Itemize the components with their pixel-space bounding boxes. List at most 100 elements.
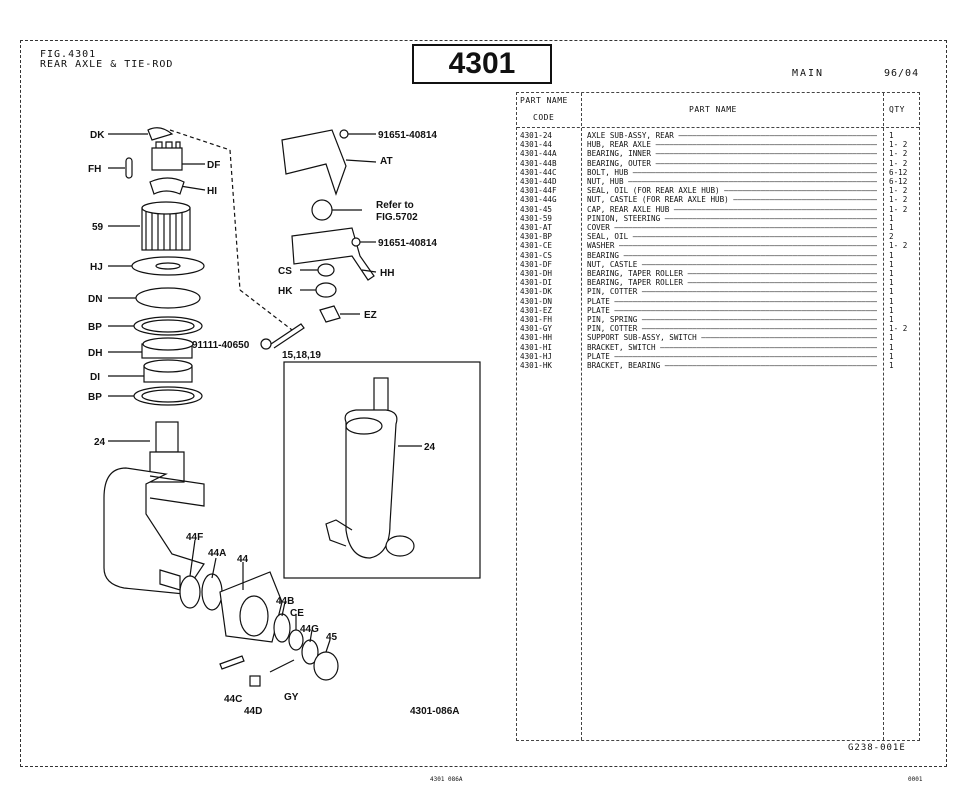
cell-name: PINION, STEERING [587, 214, 877, 223]
cell-name: HUB, REAR AXLE [587, 140, 877, 149]
label-59: 59 [92, 222, 104, 233]
cell-name: BRACKET, SWITCH [587, 343, 877, 352]
cell-name: BRACKET, BEARING [587, 361, 877, 370]
cell-code: 4301-CS [520, 250, 553, 260]
cell-name: PIN, COTTER [587, 324, 877, 333]
label-EZ: EZ [364, 310, 377, 321]
label-CE: CE [290, 608, 304, 619]
label-DN: DN [88, 294, 102, 305]
cell-code: 4301-44C [520, 167, 557, 177]
cell-qty: 1- 2 [889, 195, 908, 205]
label-DF: DF [207, 160, 220, 171]
label-HI: HI [207, 186, 217, 197]
label-refer-1: Refer to [376, 200, 414, 211]
cell-name: PLATE [587, 297, 877, 306]
label-FH: FH [88, 164, 101, 175]
page-frame [20, 40, 947, 767]
cell-code: 4301-EZ [520, 305, 553, 315]
cell-qty: 1 [889, 361, 894, 370]
label-BP-upper: BP [88, 322, 102, 333]
cell-qty: 1 [889, 278, 894, 288]
cell-qty: 6-12 [889, 167, 908, 177]
cell-name: SEAL, OIL [587, 232, 877, 241]
label-bolt-top: 91651-40814 [378, 130, 437, 141]
label-ref-notes: 15,18,19 [282, 350, 321, 361]
cell-code: 4301-DN [520, 296, 553, 306]
cell-qty: 1 [889, 305, 894, 315]
figure-number-box: 4301 [412, 44, 552, 84]
cell-qty: 1 [889, 351, 894, 361]
table-row: 4301-44 HUB, REAR AXLE 1- 2 [519, 140, 917, 149]
cell-code: 4301-HH [520, 333, 553, 343]
drawing-code: 4301-086A [410, 706, 460, 717]
cell-code: 4301-DH [520, 269, 553, 278]
label-HK: HK [278, 286, 293, 297]
label-bolt-mid: 91651-40814 [378, 238, 437, 249]
cell-code: 4301-BP [520, 232, 553, 242]
label-24: 24 [94, 437, 106, 448]
label-44G: 44G [300, 624, 319, 635]
footer-right: 0001 [908, 776, 923, 783]
cell-name: SUPPORT SUB-ASSY, SWITCH [587, 333, 877, 342]
cell-code: 4301-45 [520, 204, 553, 214]
header-part-name: PART NAME [689, 105, 737, 114]
cell-name: SEAL, OIL (FOR REAR AXLE HUB) [587, 186, 877, 195]
table-row: 4301-44A BEARING, INNER 1- 2 [519, 149, 917, 158]
cell-qty: 1- 2 [889, 149, 908, 159]
cell-qty: 1 [889, 259, 894, 269]
label-DH: DH [88, 348, 102, 359]
cell-name: NUT, HUB [587, 177, 877, 186]
header-qty: QTY [889, 105, 905, 114]
table-row: 4301-BP SEAL, OIL 2 [519, 232, 917, 241]
table-row: 4301-CSBEARING1 [519, 251, 917, 260]
label-HJ: HJ [90, 262, 103, 273]
cell-name: BEARING, INNER [587, 149, 877, 158]
catalog-code: G238-001E [848, 743, 906, 753]
cell-code: 4301-HJ [520, 351, 553, 361]
table-row: 4301-44C BOLT, HUB 6-12 [519, 168, 917, 177]
cell-name: BOLT, HUB [587, 168, 877, 177]
table-row: 4301-ATCOVER1 [519, 223, 917, 232]
cell-name: BEARING, OUTER [587, 159, 877, 168]
header-code-2: CODE [533, 113, 555, 122]
catalog-section: MAIN [792, 68, 825, 79]
cell-qty: 2 [889, 232, 894, 242]
cell-code: 4301-44F [520, 186, 557, 196]
cell-code: 4301-AT [520, 223, 553, 232]
cell-code: 4301-24 [520, 131, 553, 140]
footer-left: 4301 086A [430, 776, 463, 783]
cell-name: PIN, COTTER [587, 287, 877, 296]
cell-qty: 1 [889, 296, 894, 306]
cell-code: 4301-DI [520, 278, 553, 288]
cell-code: 4301-59 [520, 213, 553, 223]
cell-code: 4301-44D [520, 177, 557, 186]
cell-name: CAP, REAR AXLE HUB [587, 205, 877, 214]
cell-name: AXLE SUB-ASSY, REAR [587, 131, 877, 140]
label-bolt-91111: 91111-40650 [192, 340, 250, 351]
cell-code: 4301-HI [520, 342, 553, 352]
cell-qty: 1 [889, 223, 894, 232]
cell-qty: 1- 2 [889, 140, 908, 150]
cell-code: 4301-44A [520, 149, 557, 159]
cell-code: 4301-44 [520, 140, 553, 150]
cell-code: 4301-CE [520, 241, 553, 251]
table-row: 4301-CEWASHER1- 2 [519, 241, 917, 250]
cell-qty: 1- 2 [889, 324, 908, 334]
table-row: 4301-DN PLATE 1 [519, 297, 917, 306]
label-GY: GY [284, 692, 299, 703]
label-44F: 44F [186, 532, 203, 543]
